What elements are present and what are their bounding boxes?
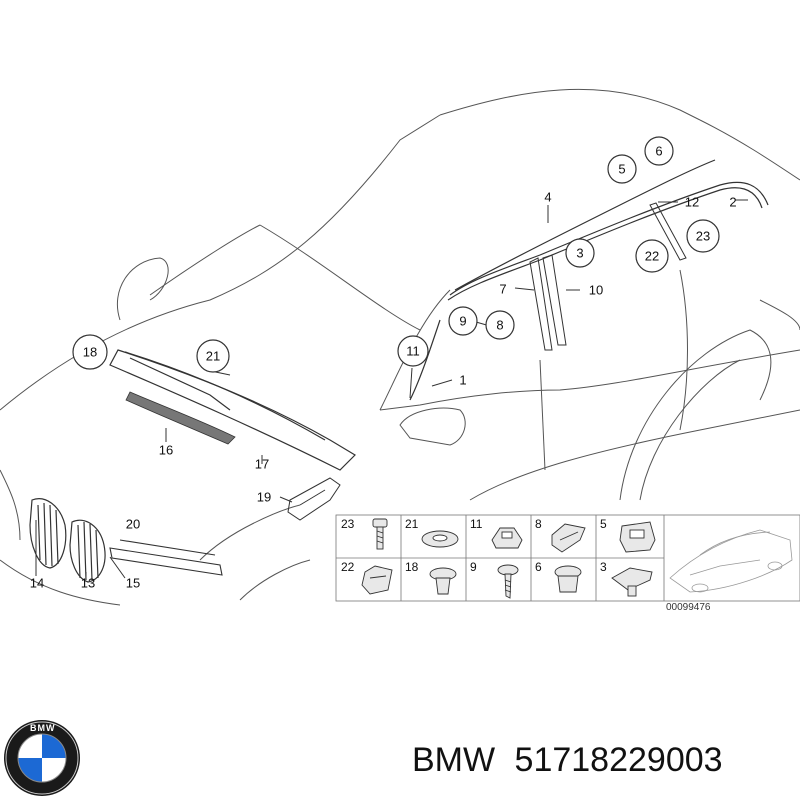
grille-strip — [125, 391, 236, 445]
brand-name: BMW — [412, 741, 495, 779]
screw-icon — [497, 564, 519, 599]
callout-11: 11 — [406, 344, 420, 359]
label-13: 13 — [81, 576, 95, 591]
car-body-outline — [0, 88, 800, 606]
label-7: 7 — [499, 282, 506, 297]
callout-8: 8 — [496, 318, 503, 333]
diagram-code: 00099476 — [666, 602, 711, 613]
table-cell-11: 11 — [470, 517, 483, 531]
table-cell-23: 23 — [341, 517, 355, 531]
bmw-logo: BMW — [4, 720, 80, 796]
table-cell-22: 22 — [341, 560, 355, 574]
callout-5: 5 — [618, 162, 625, 177]
push-rivet-icon — [429, 567, 457, 595]
leader-lines — [35, 199, 748, 580]
table-cell-18: 18 — [405, 560, 419, 574]
part-number: 51718229003 — [515, 741, 723, 779]
car-thumbnail — [669, 529, 793, 593]
bracket-19 — [287, 477, 341, 521]
label-19: 19 — [257, 490, 271, 505]
label-12: 12 — [685, 195, 699, 210]
bracket-icon — [361, 565, 393, 595]
label-1: 1 — [459, 373, 466, 388]
plain-labels: 4 12 2 7 10 1 16 17 19 20 14 13 15 — [30, 190, 737, 591]
washer-icon — [421, 530, 459, 548]
table-cell-21: 21 — [405, 517, 419, 531]
label-4: 4 — [544, 190, 551, 205]
callouts — [72, 136, 720, 373]
callout-circle-6 — [644, 136, 674, 166]
callout-circle-21 — [196, 339, 230, 373]
clip-icon — [619, 521, 656, 553]
callout-circle-11 — [397, 335, 429, 367]
parts-table-grid — [335, 514, 800, 602]
fastener-drawings — [361, 518, 656, 599]
roof-rail-trim — [409, 159, 769, 401]
callout-6: 6 — [655, 144, 662, 159]
label-16: 16 — [159, 443, 173, 458]
label-14: 14 — [30, 576, 44, 591]
callout-circle-23 — [686, 219, 720, 253]
label-20: 20 — [126, 517, 140, 532]
cowl-panel — [109, 349, 356, 471]
table-cell-5: 5 — [600, 517, 607, 531]
callout-circle-9 — [448, 306, 478, 336]
table-cell-6: 6 — [535, 560, 542, 574]
nut-clip-icon — [554, 565, 582, 593]
logo-letters: BMW — [30, 723, 56, 733]
callout-circle-8 — [485, 310, 515, 340]
callout-labels: 5 6 3 22 23 9 8 11 18 21 — [83, 144, 710, 364]
table-cell-8: 8 — [535, 517, 542, 531]
callout-22: 22 — [645, 249, 659, 264]
callout-circle-3 — [565, 238, 595, 268]
table-cell-9: 9 — [470, 560, 477, 574]
callout-circle-5 — [607, 154, 637, 184]
kidney-grilles — [29, 498, 106, 583]
footer-brand-text: BMW 51718229003 — [412, 741, 723, 779]
label-17: 17 — [255, 457, 269, 472]
callout-21: 21 — [206, 349, 220, 364]
bolt-icon — [372, 518, 388, 550]
fastener-icon — [611, 567, 653, 597]
callout-3: 3 — [576, 246, 583, 261]
callout-18: 18 — [83, 345, 97, 360]
parts-table: 23 21 11 8 5 22 18 9 6 3 — [335, 514, 800, 613]
label-2: 2 — [729, 195, 736, 210]
label-10: 10 — [589, 283, 603, 298]
label-15: 15 — [126, 576, 140, 591]
clip-icon — [551, 523, 586, 553]
lower-strip — [109, 539, 223, 576]
callout-circle-18 — [72, 334, 108, 370]
table-cell-3: 3 — [600, 560, 607, 574]
callout-circle-22 — [635, 239, 669, 273]
clip-icon — [491, 527, 523, 549]
callout-23: 23 — [696, 229, 710, 244]
callout-9: 9 — [459, 314, 466, 329]
